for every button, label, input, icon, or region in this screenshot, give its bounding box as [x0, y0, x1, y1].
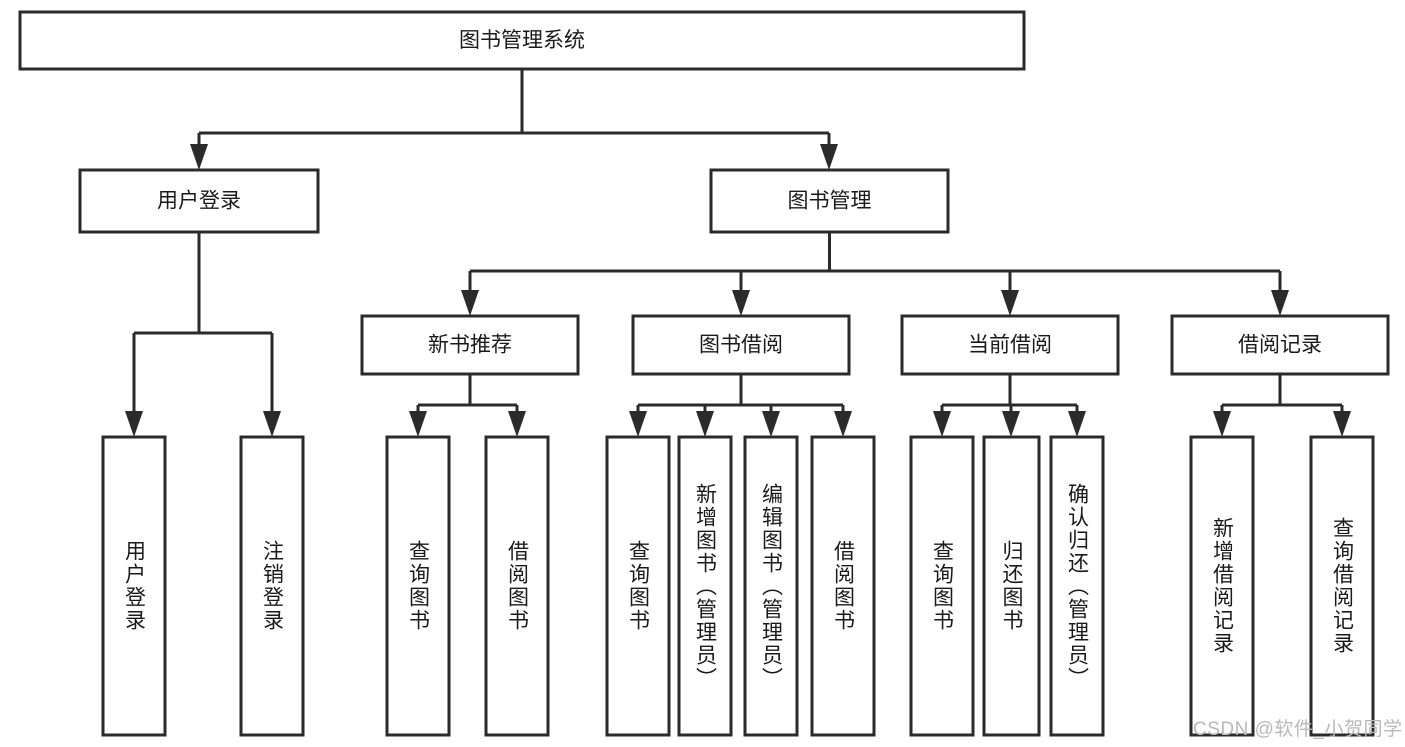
node-level3-book-borrow[interactable]	[631, 314, 851, 376]
arrow-head-icon	[1271, 290, 1289, 316]
node-leaf-leaf-borrow-book-1[interactable]	[484, 435, 550, 737]
node-label-level2-user-login: 用户登录	[157, 190, 241, 213]
arrow-head-icon	[1001, 290, 1019, 316]
node-level3-borrow-record[interactable]	[1170, 314, 1390, 376]
node-label-level3-borrow-record: 借阅记录	[1238, 334, 1322, 357]
node-leaf-leaf-return-book[interactable]	[982, 435, 1041, 737]
arrow-head-icon	[263, 411, 281, 437]
node-leaf-leaf-query-book-3[interactable]	[909, 435, 975, 737]
node-label-level2-book-manage: 图书管理	[788, 190, 872, 213]
node-level2-book-manage[interactable]	[709, 168, 950, 234]
arrow-head-icon	[834, 411, 852, 437]
node-label-level3-book-borrow: 图书借阅	[699, 334, 783, 357]
node-root-root[interactable]	[18, 10, 1026, 71]
arrow-head-icon	[1213, 411, 1231, 437]
node-leaf-leaf-edit-book[interactable]	[743, 435, 799, 737]
arrow-head-icon	[409, 411, 427, 437]
arrow-head-icon	[933, 411, 951, 437]
arrow-head-icon	[1002, 411, 1020, 437]
arrow-head-icon	[629, 411, 647, 437]
csdn-watermark: CSDN @软件_小贺同学	[1193, 719, 1403, 740]
arrow-head-icon	[190, 144, 208, 170]
edges-layer	[125, 69, 1351, 437]
arrow-head-icon	[762, 411, 780, 437]
node-leaf-leaf-query-record[interactable]	[1309, 435, 1375, 737]
node-label-root: 图书管理系统	[459, 29, 585, 52]
node-leaf-leaf-logout[interactable]	[239, 435, 305, 737]
arrow-head-icon	[461, 290, 479, 316]
arrow-head-icon	[820, 144, 838, 170]
node-leaf-leaf-query-book-2[interactable]	[605, 435, 671, 737]
node-leaf-leaf-confirm-return[interactable]	[1049, 435, 1105, 737]
node-label-level3-new-book-recommend: 新书推荐	[428, 334, 512, 357]
arrow-head-icon	[508, 411, 526, 437]
node-level3-new-book-recommend[interactable]	[360, 314, 580, 376]
arrow-head-icon	[732, 290, 750, 316]
node-label-level3-current-borrow: 当前借阅	[968, 334, 1052, 357]
node-leaf-leaf-add-record[interactable]	[1189, 435, 1255, 737]
node-leaf-leaf-add-book[interactable]	[677, 435, 733, 737]
node-leaf-leaf-borrow-book-2[interactable]	[810, 435, 876, 737]
node-leaf-leaf-query-book-1[interactable]	[385, 435, 451, 737]
node-level3-current-borrow[interactable]	[900, 314, 1120, 376]
arrow-head-icon	[1333, 411, 1351, 437]
arrow-head-icon	[125, 411, 143, 437]
node-level2-user-login[interactable]	[78, 168, 320, 234]
nodes-layer	[18, 10, 1390, 737]
node-leaf-leaf-user-login[interactable]	[101, 435, 167, 737]
arrow-head-icon	[1068, 411, 1086, 437]
arrow-head-icon	[696, 411, 714, 437]
